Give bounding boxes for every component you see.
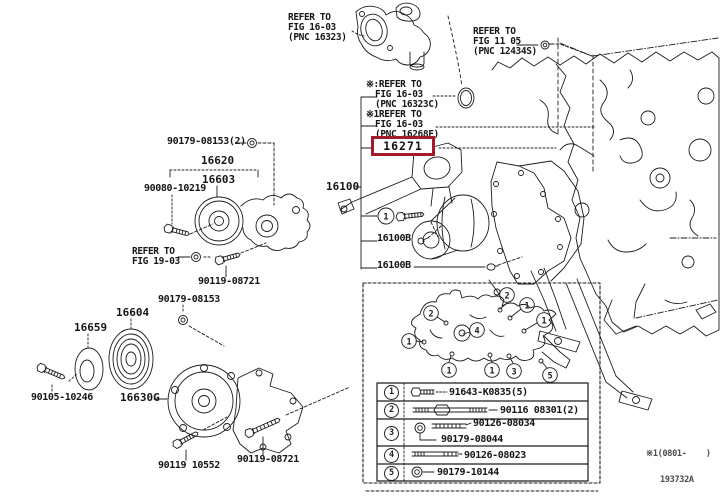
table-part-90126-08034[interactable]: 90126-08034 xyxy=(473,418,535,429)
bolt-icon xyxy=(36,363,67,382)
part-label-90119-08721-bottom[interactable]: 90119-08721 xyxy=(237,454,299,465)
inset-box xyxy=(363,283,600,491)
ref-fig16-03-pnc16323c[interactable]: ※:REFER TO FIG 16-03 (PNC 16323C) xyxy=(366,79,439,110)
table-callout-4: 4 xyxy=(384,448,399,463)
figure-code: 193732A xyxy=(660,475,694,485)
svg-text:1: 1 xyxy=(524,301,529,311)
inset-water-inlet-drawing xyxy=(411,290,570,368)
svg-text:1: 1 xyxy=(489,366,494,376)
crank-pulley-water-pump-drawing xyxy=(52,319,350,460)
svg-text:5: 5 xyxy=(547,371,552,381)
svg-text:4: 4 xyxy=(474,326,479,336)
ref-fig11-05-pnc12434s[interactable]: REFER TO FIG 11 05 (PNC 12434S) xyxy=(473,26,537,57)
small-bolt-icon xyxy=(417,235,430,245)
nut-icon xyxy=(178,253,201,262)
part-label-16100b-1[interactable]: 16100B xyxy=(377,233,411,244)
svg-text:3: 3 xyxy=(511,367,516,377)
part-label-16659[interactable]: 16659 xyxy=(74,321,108,334)
svg-text:1: 1 xyxy=(446,366,451,376)
svg-text:1: 1 xyxy=(541,316,546,326)
water-pump-assembly-drawing xyxy=(338,143,652,410)
small-bolt-icon xyxy=(487,264,498,270)
highlighted-part-number: 16271 xyxy=(383,139,423,153)
svg-text:2: 2 xyxy=(428,309,433,319)
part-label-90179-08153-2[interactable]: 90179-08153(2) xyxy=(167,136,246,147)
ref-fig16-03-pnc16323[interactable]: REFER TO FIG 16-03 (PNC 16323) xyxy=(288,12,347,43)
svg-text:2: 2 xyxy=(504,291,509,301)
bolt-icon xyxy=(171,429,199,449)
svg-text:1: 1 xyxy=(406,337,411,347)
table-part-90179-10144[interactable]: 90179-10144 xyxy=(437,467,499,478)
svg-text:1: 1 xyxy=(383,213,388,223)
ref-fig16-03-pnc16268f[interactable]: ※1REFER TO FIG 16-03 (PNC 16268F) xyxy=(366,109,439,140)
table-part-91643-k0835[interactable]: 91643-K0835(5) xyxy=(449,387,528,398)
bolt-icon xyxy=(163,224,190,238)
part-label-90080-10219[interactable]: 90080-10219 xyxy=(144,183,206,194)
part-label-16100[interactable]: 16100 xyxy=(326,180,360,193)
table-callout-5: 5 xyxy=(384,466,399,481)
small-bolt-icon xyxy=(541,41,551,49)
table-row-icons xyxy=(411,388,497,477)
bolt-icon xyxy=(214,251,241,266)
callout-circle-main: 1 xyxy=(378,208,394,224)
part-label-90119-08721-top[interactable]: 90119-08721 xyxy=(198,276,260,287)
part-label-90119-10552[interactable]: 90119 10552 xyxy=(158,460,220,471)
part-label-16603[interactable]: 16603 xyxy=(202,173,236,186)
table-callout-3: 3 xyxy=(384,426,399,441)
table-part-90126-08023[interactable]: 90126-08023 xyxy=(464,450,526,461)
engine-block-drawing xyxy=(492,38,719,336)
part-label-16100b-2[interactable]: 16100B xyxy=(377,260,411,271)
table-part-90116-08301[interactable]: 90116 08301(2) xyxy=(500,405,579,416)
nut-icon xyxy=(179,316,188,325)
part-label-90105-10246[interactable]: 90105-10246 xyxy=(31,392,93,403)
bolt-icon xyxy=(244,416,282,439)
part-label-16604[interactable]: 16604 xyxy=(116,306,150,319)
bolt-icon xyxy=(396,210,425,221)
water-inlet-housing-drawing xyxy=(352,3,474,108)
date-code-note: ※1(0801- ) xyxy=(646,449,711,459)
nut-icon xyxy=(236,139,257,148)
inset-callout-circles: 2 1 1 2 4 1 1 1 3 5 xyxy=(402,288,558,383)
table-part-90179-08044[interactable]: 90179-08044 xyxy=(441,434,503,445)
table-callout-1: 1 xyxy=(384,385,399,400)
highlighted-part-16271[interactable]: 16271 xyxy=(371,136,435,156)
part-label-90179-08153[interactable]: 90179-08153 xyxy=(158,294,220,305)
part-label-16630g[interactable]: 16630G xyxy=(120,391,160,404)
belt-tensioner-drawing xyxy=(170,143,310,346)
table-callout-2: 2 xyxy=(384,403,399,418)
callout-bracket-16100 xyxy=(356,44,596,269)
part-label-16620[interactable]: 16620 xyxy=(201,154,235,167)
ref-fig19-03[interactable]: REFER TO FIG 19-03 xyxy=(132,246,180,267)
